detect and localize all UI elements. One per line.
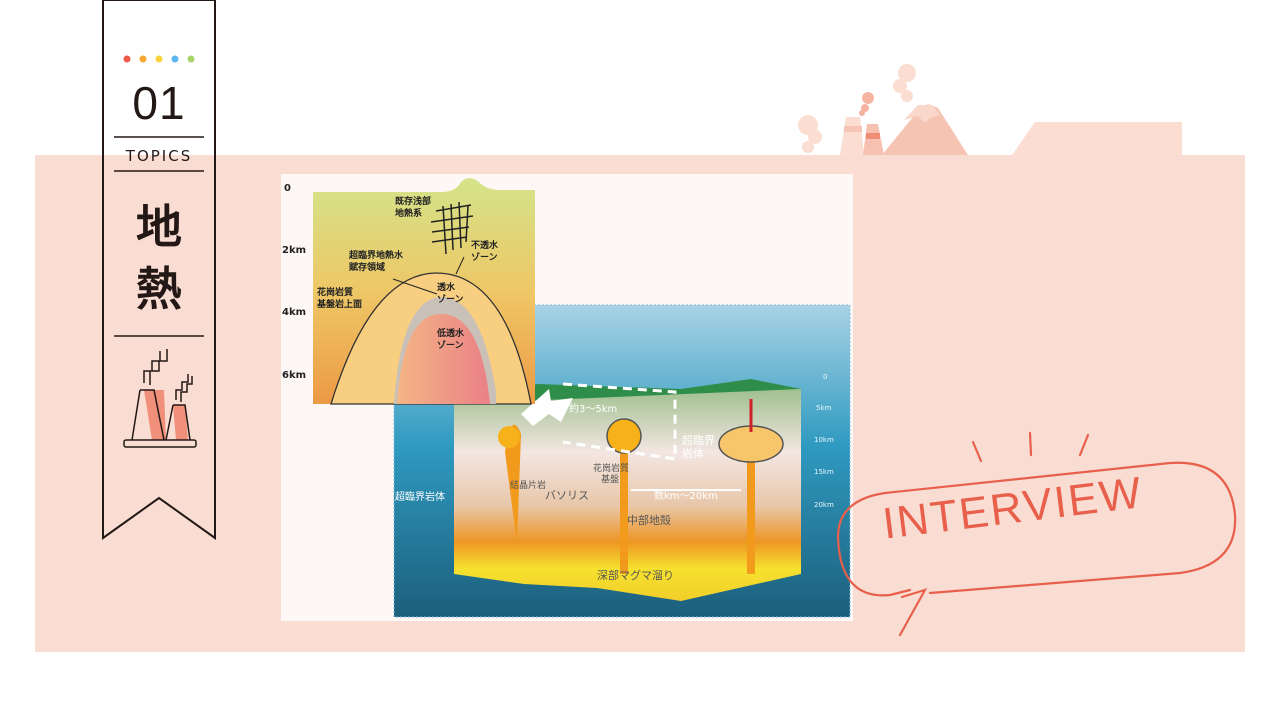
landscape-illustration: [798, 64, 1182, 155]
label-deep-magma: 深部マグマ溜り: [597, 568, 674, 582]
label-batholith: バソリス: [545, 489, 589, 502]
inset-cross-section: 既存浅部 地熱系 不透水 ゾーン 超臨界地熱水 賦存領域 透水 ゾーン 花崗岩質…: [282, 178, 535, 405]
label-distance: 数km〜20km: [654, 489, 718, 502]
inset-depth-6km: 6km: [282, 370, 306, 381]
topic-title-line2: 熱: [136, 262, 182, 316]
label-permeable-2: ゾーン: [437, 293, 464, 305]
color-dots: [123, 55, 195, 63]
block-depth-10: 10km: [814, 436, 834, 444]
inset-depth-0: 0: [284, 183, 291, 194]
label-impermeable-1: 不透水: [471, 239, 499, 251]
geothermal-plant-icon: [123, 349, 197, 448]
topics-label: TOPICS: [125, 147, 193, 165]
label-existing-1: 既存浅部: [395, 195, 431, 207]
interview-bubble: [836, 431, 1237, 637]
block-depth-20: 20km: [814, 501, 834, 509]
label-sc-water-1: 超臨界地熱水: [348, 249, 404, 261]
diagram-svg: 約3〜5km 数km〜20km 超臨界岩体 超臨界 岩体 花崗岩質 基盤 結晶片…: [282, 178, 851, 618]
label-granite-base-2: 基盤: [601, 473, 619, 485]
label-supercritical-left: 超臨界岩体: [395, 490, 445, 503]
label-granite-top-2: 基盤岩上面: [316, 298, 362, 310]
label-supercritical-right-2: 岩体: [682, 446, 704, 460]
label-granite-base-1: 花崗岩質: [593, 462, 629, 474]
label-low-perm-1: 低透水: [436, 327, 465, 339]
topic-number: 01: [132, 77, 186, 129]
block-depth-15: 15km: [814, 468, 834, 476]
label-existing-2: 地熱系: [395, 207, 422, 219]
label-impermeable-2: ゾーン: [471, 251, 498, 263]
label-schist: 結晶片岩: [510, 479, 546, 491]
geothermal-diagram: 約3〜5km 数km〜20km 超臨界岩体 超臨界 岩体 花崗岩質 基盤 結晶片…: [281, 174, 853, 621]
inset-depth-2km: 2km: [282, 245, 306, 256]
label-depth-range: 約3〜5km: [569, 402, 617, 415]
topic-title-line1: 地: [136, 200, 182, 254]
label-sc-water-2: 賦存領域: [348, 261, 385, 273]
label-middle-crust: 中部地殻: [627, 513, 671, 527]
inset-depth-4km: 4km: [282, 307, 306, 318]
label-low-perm-2: ゾーン: [437, 339, 464, 351]
topic-ribbon: [102, 0, 216, 540]
label-granite-top-1: 花崗岩質: [317, 286, 353, 298]
block-depth-0: 0: [823, 373, 827, 381]
topic-title: 地 熱: [102, 196, 216, 320]
block-depth-5: 5km: [816, 404, 832, 412]
label-permeable-1: 透水: [437, 281, 456, 293]
label-supercritical-right-1: 超臨界: [682, 433, 715, 447]
